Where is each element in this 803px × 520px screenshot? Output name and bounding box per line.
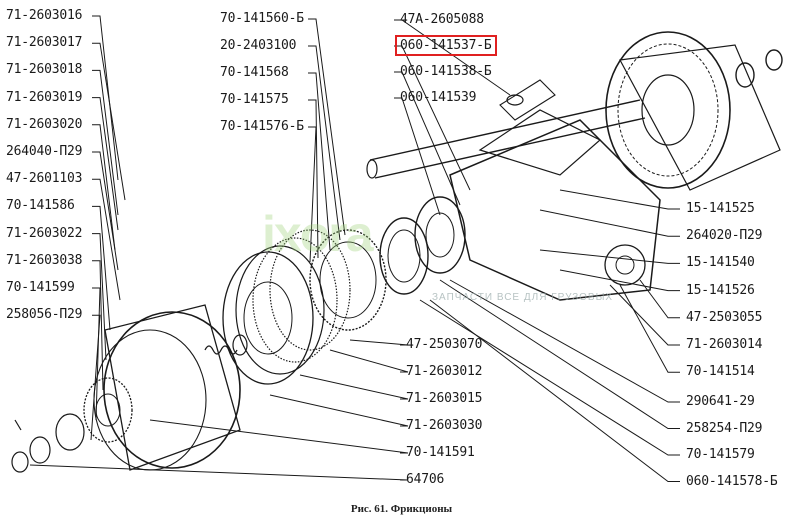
leader-line — [92, 124, 116, 251]
part-label: 70-141579 — [686, 447, 755, 462]
exploded-drawing — [11, 31, 783, 473]
leader-line — [429, 299, 680, 482]
part-label: 71-2603015 — [406, 391, 483, 406]
leader-line — [29, 464, 409, 481]
part-label: 258056-П29 — [6, 307, 83, 323]
part-label: 71-2603012 — [406, 364, 483, 379]
leader-line — [92, 151, 119, 271]
part-label: 71-2603022 — [6, 225, 83, 241]
part-label: 71-2603014 — [686, 337, 763, 352]
part-label: 64706 — [406, 472, 445, 487]
leader-line — [609, 284, 680, 346]
part-label: 060-141538-Б — [400, 64, 492, 79]
leader-line — [394, 19, 511, 96]
leader-line — [92, 97, 119, 231]
leader-line — [559, 269, 680, 292]
part-label: 70-141576-Б — [220, 119, 304, 134]
leader-line — [539, 249, 680, 264]
leader-line — [449, 279, 680, 403]
part-label: 47-2503070 — [406, 337, 483, 352]
part-label: 20-2403100 — [220, 38, 297, 53]
figure-caption: Рис. 61. Фрикционы — [350, 503, 453, 515]
leader-line — [559, 189, 680, 210]
part-label: 70-141575 — [220, 92, 289, 107]
leader-line — [539, 209, 680, 237]
leader-line — [329, 349, 409, 373]
leader-line — [308, 45, 341, 241]
part-label: 15-141540 — [686, 255, 755, 271]
part-label: 71-2603017 — [6, 35, 83, 51]
part-label: 15-141526 — [686, 282, 755, 298]
part-label: 47-2503055 — [686, 309, 763, 325]
leader-line — [92, 42, 126, 201]
leader-line — [619, 284, 680, 373]
part-label: 15-141525 — [686, 201, 755, 216]
leader-line — [92, 69, 119, 216]
leader-line — [439, 279, 680, 429]
part-label: 70-141568 — [220, 65, 289, 80]
part-label: 290641-29 — [686, 394, 755, 409]
part-label: 71-2603038 — [6, 252, 83, 268]
part-label: 264040-П29 — [6, 144, 83, 159]
part-label: 70-141586 — [6, 198, 75, 214]
leader-line — [308, 18, 346, 236]
leader-line — [92, 205, 111, 331]
watermark-logo: ixora — [262, 206, 374, 262]
leader-line — [92, 233, 107, 361]
part-label: 70-141599 — [6, 280, 75, 295]
part-label: 71-2603018 — [6, 62, 83, 78]
leader-line — [308, 126, 317, 263]
part-label: 060-141537-Б — [395, 35, 497, 56]
part-label: 47-2601103 — [6, 171, 83, 187]
leader-line — [299, 374, 409, 400]
leader-line — [394, 97, 441, 216]
leader-line — [308, 72, 331, 251]
part-label: 71-2603016 — [6, 8, 83, 23]
part-label: 47А-2605088 — [400, 12, 484, 27]
part-label: 71-2603020 — [6, 116, 83, 132]
part-label: 70-141514 — [686, 364, 755, 380]
part-label: 060-141539 — [400, 90, 477, 105]
leader-line — [308, 99, 319, 259]
leader-line — [269, 394, 409, 427]
part-label: 70-141591 — [406, 445, 475, 460]
leader-line — [394, 71, 461, 206]
leader-line — [90, 314, 101, 441]
part-label: 71-2603019 — [6, 89, 83, 105]
leader-line — [92, 178, 121, 301]
part-label: 70-141560-Б — [220, 11, 304, 26]
part-label: 264020-П29 — [686, 228, 763, 244]
leader-line — [419, 299, 680, 456]
part-label: 71-2603030 — [406, 418, 483, 433]
watermark-subtitle: ЗАПЧАСТИ ВСЕ ДЛЯ ГРУЗОВЫХ — [432, 292, 614, 303]
leader-lines — [29, 15, 680, 482]
leader-line — [639, 279, 680, 319]
part-label: 060-141578-Б — [686, 473, 778, 489]
part-label: 258254-П29 — [686, 420, 763, 436]
leader-line — [92, 260, 104, 391]
leader-line — [349, 339, 409, 346]
leader-line — [92, 15, 119, 181]
